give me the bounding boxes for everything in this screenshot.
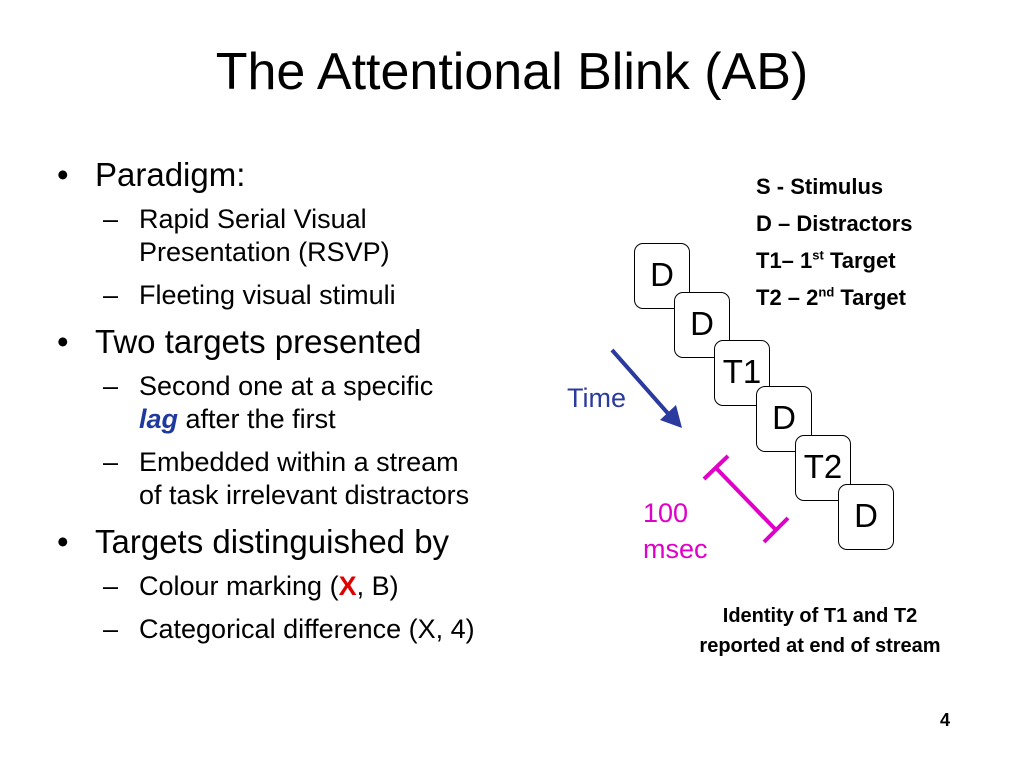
red-x-example: X: [338, 571, 357, 601]
time-label: Time: [567, 383, 626, 413]
stream-card-6: D: [838, 484, 894, 550]
legend-t1: T1– 1st Target: [756, 247, 896, 273]
slide-title: The Attentional Blink (AB): [215, 43, 809, 101]
sub-bullet-colour: –Colour marking (X, B): [103, 571, 399, 601]
bullet-paradigm: •Paradigm:: [57, 156, 246, 193]
bullet-two-targets: •Two targets presented: [57, 323, 422, 360]
legend-distractors: D – Distractors: [756, 211, 913, 236]
lag-emphasis: lag: [139, 404, 179, 434]
page-number: 4: [940, 710, 951, 730]
time-arrow: [610, 348, 682, 428]
bullet-distinguished: •Targets distinguished by: [57, 523, 450, 560]
sub-bullet-categorical: –Categorical difference (X, 4): [103, 614, 475, 644]
sub-bullet-fleeting: –Fleeting visual stimuli: [103, 280, 396, 310]
stream-card-1: D: [634, 243, 690, 309]
legend-stimulus: S - Stimulus: [756, 174, 884, 199]
legend: S - Stimulus D – Distractors T1– 1st Tar…: [756, 168, 913, 316]
legend-t2: T2 – 2nd Target: [756, 284, 906, 310]
duration-marker: [702, 454, 790, 544]
